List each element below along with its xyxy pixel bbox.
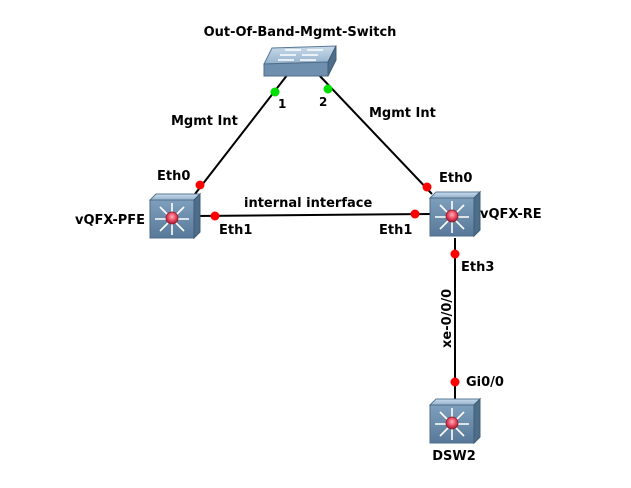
- port-label-re-eth1: Eth1: [379, 223, 412, 238]
- dsw2-icon[interactable]: [428, 397, 482, 445]
- vqfx-pfe-icon[interactable]: [148, 192, 202, 240]
- port-status-dot: [450, 377, 460, 387]
- port-label-dsw-gi00: Gi0/0: [466, 375, 504, 390]
- oob-switch-label: Out-Of-Band-Mgmt-Switch: [204, 25, 397, 40]
- vqfx-re-label: vQFX-RE: [480, 207, 542, 222]
- port-status-dot: [410, 209, 420, 219]
- port-label-re-eth3: Eth3: [461, 260, 494, 275]
- port-label-switch-2: 2: [319, 95, 327, 109]
- link-label-uplink: xe-0/0/0: [440, 289, 455, 348]
- port-status-dot: [270, 87, 280, 97]
- link-label-internal: internal interface: [244, 196, 372, 211]
- port-status-dot: [422, 182, 432, 192]
- link-label-mgmt-right: Mgmt Int: [369, 106, 436, 121]
- port-label-pfe-eth0: Eth0: [157, 169, 190, 184]
- port-label-switch-1: 1: [278, 97, 286, 111]
- port-label-pfe-eth1: Eth1: [219, 223, 252, 238]
- vqfx-re-icon[interactable]: [428, 190, 482, 238]
- port-status-dot: [210, 211, 220, 221]
- port-status-dot: [195, 180, 205, 190]
- oob-switch-icon[interactable]: [263, 45, 337, 77]
- link-mgmt-right[interactable]: [317, 73, 433, 195]
- port-status-dot: [450, 249, 460, 259]
- dsw2-label: DSW2: [432, 449, 476, 464]
- link-label-mgmt-left: Mgmt Int: [171, 114, 238, 129]
- link-internal[interactable]: [195, 213, 433, 217]
- vqfx-pfe-label: vQFX-PFE: [75, 213, 145, 228]
- port-status-dot: [323, 84, 333, 94]
- port-label-re-eth0: Eth0: [439, 171, 472, 186]
